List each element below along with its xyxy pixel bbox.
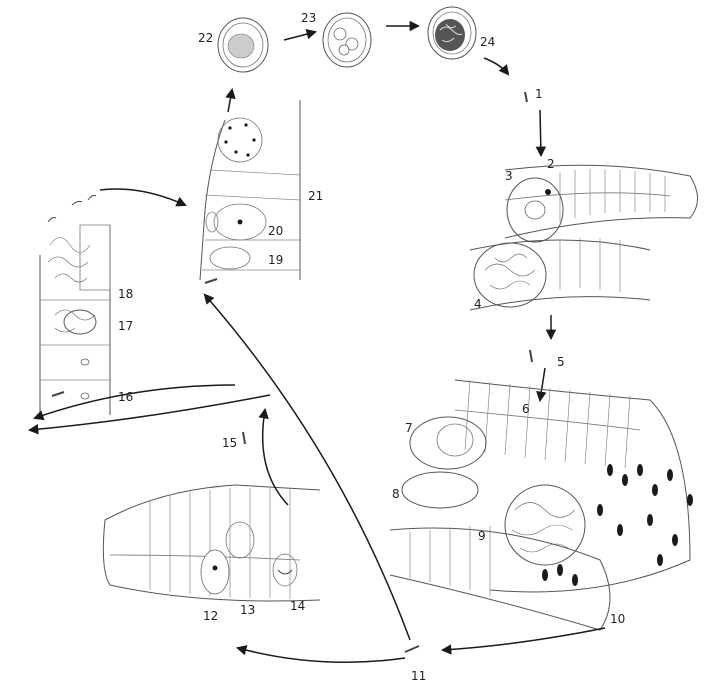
label-22: 22 <box>198 31 213 45</box>
label-12: 12 <box>203 609 218 623</box>
gut-tube-19-21 <box>200 100 300 283</box>
cyst-22 <box>218 18 268 72</box>
gut-tube-2-3 <box>505 165 698 242</box>
label-24: 24 <box>480 35 495 49</box>
label-6: 6 <box>522 402 530 416</box>
gut-tube-6-10 <box>390 380 693 630</box>
label-2: 2 <box>547 157 555 171</box>
gut-tube-4 <box>470 238 650 310</box>
cyst-24 <box>428 7 476 59</box>
label-16: 16 <box>118 390 133 404</box>
sporozoite-11 <box>405 646 419 652</box>
label-23: 23 <box>301 11 316 25</box>
cyst-23 <box>323 13 371 67</box>
label-15: 15 <box>222 436 237 450</box>
label-11: 11 <box>411 669 426 683</box>
label-14: 14 <box>290 599 305 613</box>
label-8: 8 <box>392 487 400 501</box>
label-4: 4 <box>474 297 482 311</box>
label-10: 10 <box>610 612 625 626</box>
label-3: 3 <box>505 169 513 183</box>
label-9: 9 <box>478 529 486 543</box>
label-5: 5 <box>557 355 565 369</box>
label-21: 21 <box>308 189 323 203</box>
label-20: 20 <box>268 224 283 238</box>
label-7: 7 <box>405 421 413 435</box>
sporozoite-1 <box>525 92 527 102</box>
label-19: 19 <box>268 253 283 267</box>
label-17: 17 <box>118 319 133 333</box>
sporozoite-15 <box>243 432 245 444</box>
gut-tube-16-18 <box>40 225 110 415</box>
label-1: 1 <box>535 87 543 101</box>
label-13: 13 <box>240 603 255 617</box>
label-18: 18 <box>118 287 133 301</box>
gut-tube-12-14 <box>103 485 320 601</box>
sporozoite-5 <box>530 350 532 362</box>
